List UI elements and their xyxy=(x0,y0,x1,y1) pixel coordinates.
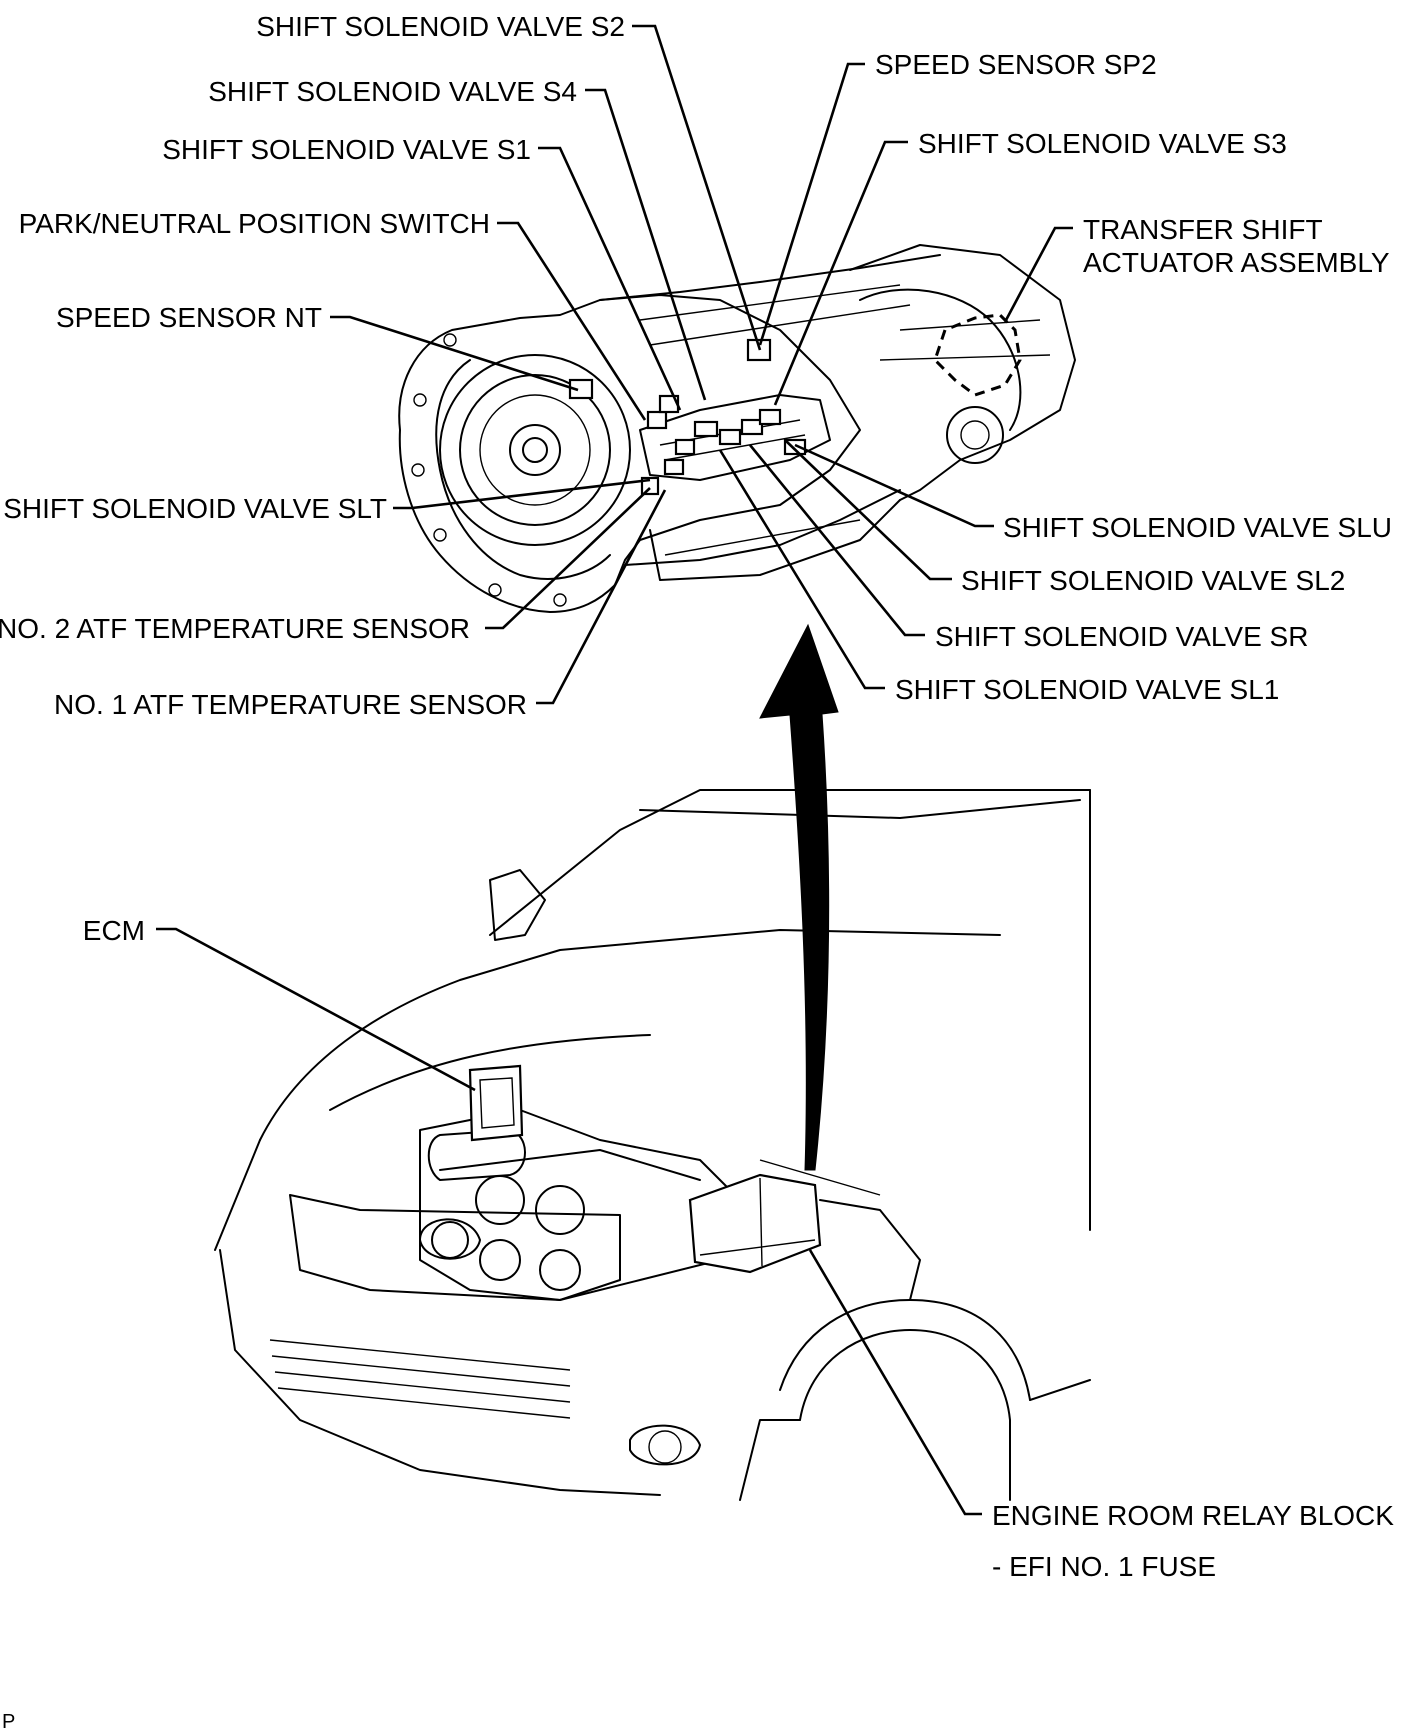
label-no2-atf-temperature-sensor: NO. 2 ATF TEMPERATURE SENSOR xyxy=(0,613,470,644)
label-transfer-shift: TRANSFER SHIFT xyxy=(1083,214,1323,245)
leader-lines xyxy=(156,24,1073,1516)
label-shift-solenoid-sl1: SHIFT SOLENOID VALVE SL1 xyxy=(895,674,1279,705)
label-park-neutral-position-switch: PARK/NEUTRAL POSITION SWITCH xyxy=(19,208,490,239)
relation-arrow xyxy=(759,623,839,1171)
callout-labels: SHIFT SOLENOID VALVE S2 SPEED SENSOR SP2… xyxy=(0,11,1394,1733)
label-shift-solenoid-slt: SHIFT SOLENOID VALVE SLT xyxy=(3,493,387,524)
label-shift-solenoid-sl2: SHIFT SOLENOID VALVE SL2 xyxy=(961,565,1345,596)
label-speed-sensor-nt: SPEED SENSOR NT xyxy=(56,302,322,333)
vehicle-illustration xyxy=(214,789,1091,1501)
label-ecm: ECM xyxy=(83,915,145,946)
label-engine-room-relay-block: ENGINE ROOM RELAY BLOCK xyxy=(992,1500,1394,1531)
label-shift-solenoid-sr: SHIFT SOLENOID VALVE SR xyxy=(935,621,1308,652)
label-actuator-assembly: ACTUATOR ASSEMBLY xyxy=(1083,247,1390,278)
label-no1-atf-temperature-sensor: NO. 1 ATF TEMPERATURE SENSOR xyxy=(54,689,527,720)
label-efi-no1-fuse: - EFI NO. 1 FUSE xyxy=(992,1551,1216,1582)
label-speed-sensor-sp2: SPEED SENSOR SP2 xyxy=(875,49,1157,80)
label-shift-solenoid-s2: SHIFT SOLENOID VALVE S2 xyxy=(256,11,625,42)
label-shift-solenoid-s4: SHIFT SOLENOID VALVE S4 xyxy=(208,76,577,107)
label-shift-solenoid-slu: SHIFT SOLENOID VALVE SLU xyxy=(1003,512,1392,543)
label-shift-solenoid-s3: SHIFT SOLENOID VALVE S3 xyxy=(918,128,1287,159)
corner-mark: P xyxy=(2,1711,15,1733)
label-shift-solenoid-s1: SHIFT SOLENOID VALVE S1 xyxy=(162,134,531,165)
transmission-illustration xyxy=(398,244,1076,613)
